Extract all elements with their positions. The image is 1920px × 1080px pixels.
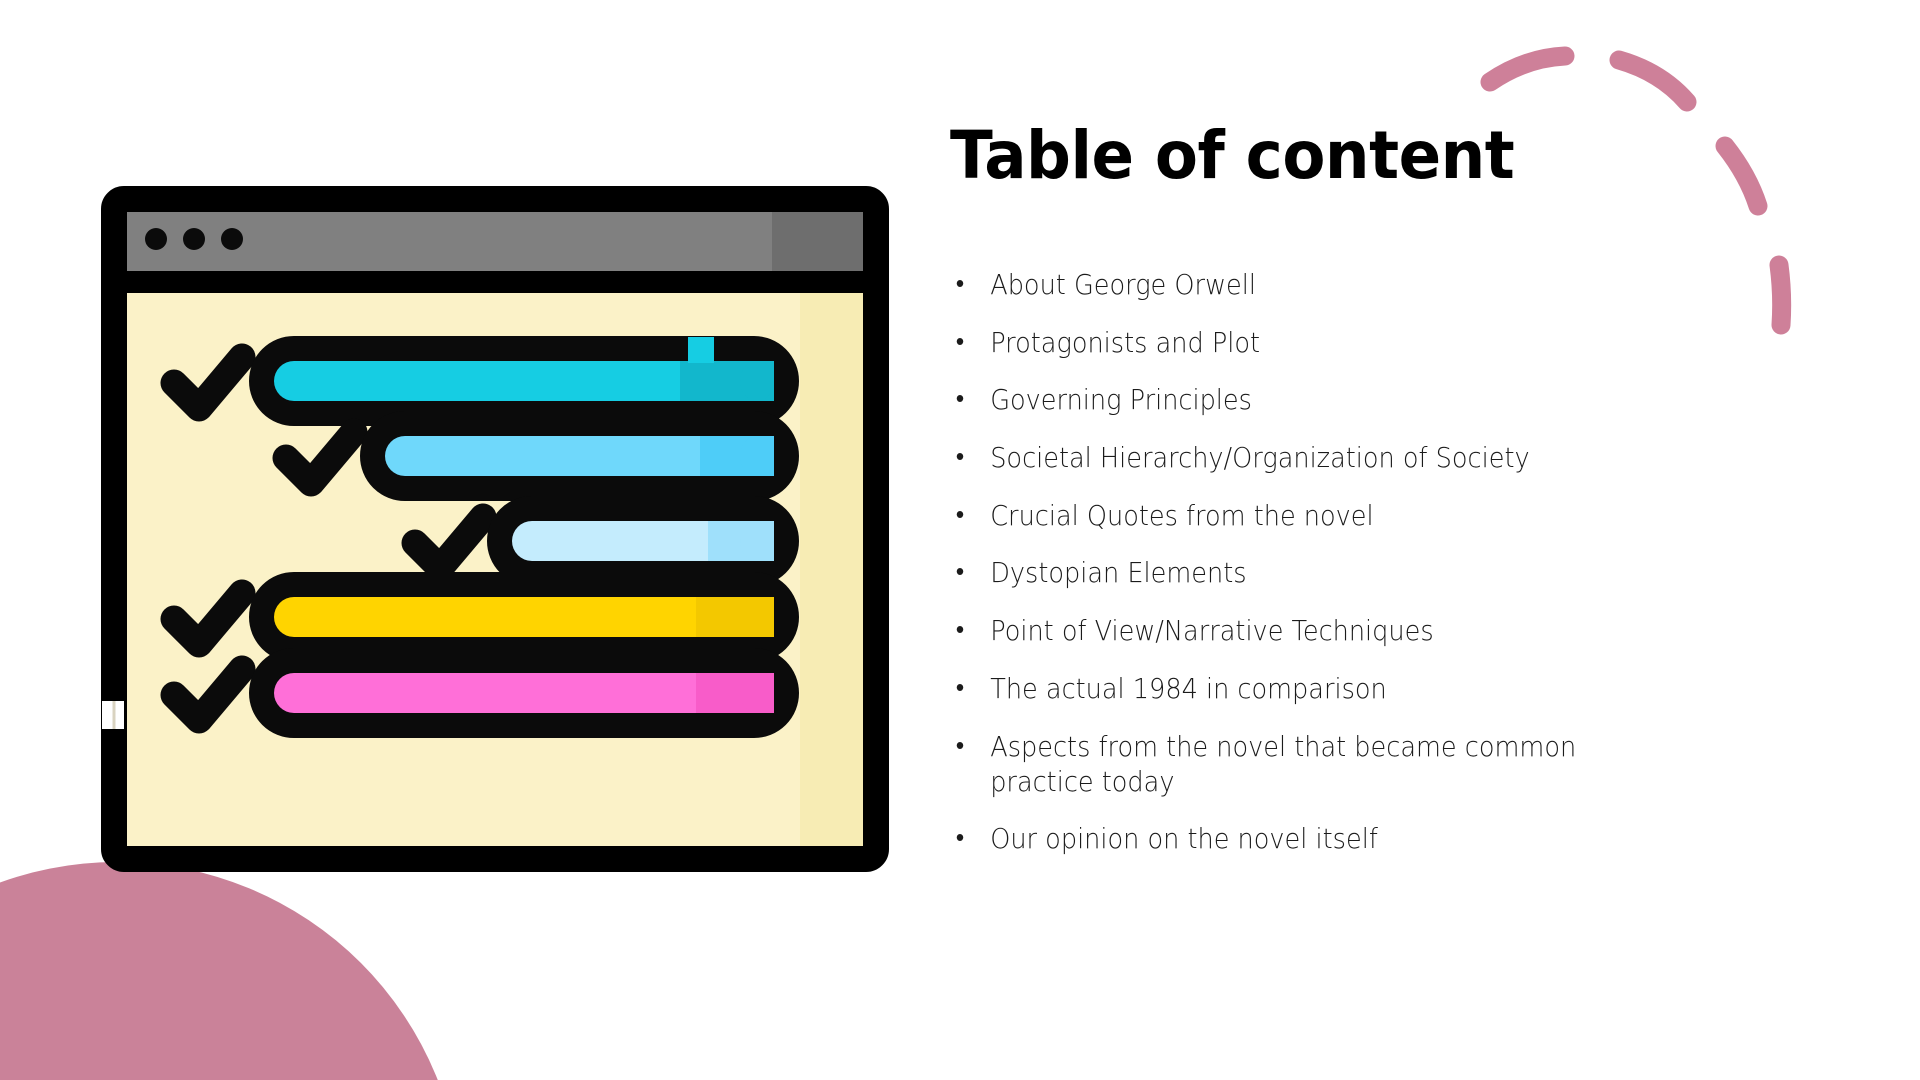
checkmark-icon [401, 503, 497, 582]
row-bar-outline-notch [688, 337, 714, 363]
window-titlebar-separator [114, 271, 876, 293]
row-bar-fill-shade-cap [740, 436, 774, 476]
window-titlebar-shade [772, 207, 874, 271]
list-item[interactable]: Aspects from the novel that became commo… [953, 730, 1716, 800]
row-bar-fill [274, 361, 774, 401]
checkmark-icon [160, 655, 256, 734]
checkmark-icon [272, 418, 368, 497]
checklist-row-2 [272, 411, 799, 501]
row-bar-outline [249, 648, 799, 738]
row-bar-fill [385, 436, 774, 476]
arc-dash-2 [1609, 50, 1697, 112]
window-dot-2 [183, 228, 205, 250]
browser-checklist-illustration [101, 186, 889, 872]
list-item[interactable]: The actual 1984 in comparison [953, 672, 1716, 707]
list-item[interactable]: Crucial Quotes from the novel [953, 499, 1716, 534]
window-dot-3 [221, 228, 243, 250]
list-item[interactable]: Societal Hierarchy/Organization of Socie… [953, 441, 1716, 476]
pink-quarter-circle-decoration [0, 862, 462, 1080]
row-bar-fill-shade-cap [740, 521, 774, 561]
checkmark-icon [160, 343, 256, 422]
list-item[interactable]: Dystopian Elements [953, 556, 1716, 591]
table-of-contents-list: About George Orwell Protagonists and Plo… [953, 268, 1773, 880]
row-bar-fill-shade-cap [740, 673, 774, 713]
list-item[interactable]: Point of View/Narrative Techniques [953, 614, 1716, 649]
checklist-row-5 [160, 648, 799, 738]
arc-dash-1 [1480, 46, 1575, 92]
arc-dash-4 [1769, 255, 1792, 335]
row-bar-fill-shade-cap [740, 597, 774, 637]
checkmark-icon [160, 579, 256, 658]
page-title: Table of content [950, 117, 1515, 194]
list-item[interactable]: Our opinion on the novel itself [953, 822, 1716, 857]
row-bar-fill [274, 597, 774, 637]
window-frame [101, 186, 889, 872]
row-bar-outline [360, 411, 799, 501]
list-item[interactable]: Governing Principles [953, 383, 1716, 418]
window-dot-1 [145, 228, 167, 250]
row-bar-fill [274, 673, 774, 713]
checklist-row-1 [160, 336, 799, 426]
row-bar-fill-shade-cap [740, 361, 774, 401]
list-item[interactable]: About George Orwell [953, 268, 1716, 303]
content-column: Table of content About George Orwell Pro… [950, 117, 1850, 855]
list-item[interactable]: Protagonists and Plot [953, 326, 1716, 361]
checklist-row-4 [160, 572, 799, 662]
